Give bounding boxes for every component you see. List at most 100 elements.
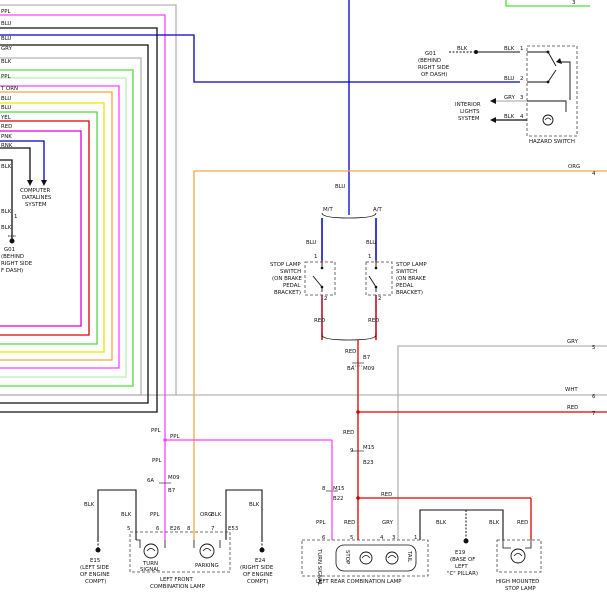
hazard-switch-name: HAZARD SWITCH [529, 139, 575, 145]
ground-location: (BASE OF [450, 557, 475, 563]
arrow-left-icon [490, 117, 496, 123]
contact-dot [374, 285, 378, 289]
connector-code: 6A [147, 478, 154, 484]
center-red-stack: RED B7 BA M09 RED 9 M15 B23 8 M15 B22 RE… [322, 340, 532, 540]
lamp-pins [136, 539, 221, 548]
wire-black-2 [0, 44, 149, 404]
pin-number: 6 [156, 526, 160, 532]
wire-label: BLK [504, 46, 515, 52]
splice-dot [356, 410, 360, 414]
left-wire-labels: PPL BLU BLU GRY BLK PPL T ORN BLU BLU YE… [0, 9, 52, 274]
wire-label: RED [344, 520, 355, 526]
wire-label: ORG [200, 512, 212, 518]
switch-contacts [527, 51, 571, 100]
bulb-label: TURN SIGNAL [316, 548, 322, 586]
tail-bulb-icon [385, 551, 399, 565]
ground-icon [9, 238, 15, 244]
arrow-icon [27, 180, 33, 186]
ground-location: F DASH) [1, 268, 23, 274]
wire-label: BLU [504, 76, 514, 82]
arrow-left-icon [490, 98, 496, 104]
wire-label: BLU [306, 240, 316, 246]
lamp-name: COMBINATION LAMP [150, 584, 206, 590]
ground-location: COMPT) [247, 579, 268, 585]
contact-dot [320, 285, 324, 289]
wire-label: PPL [151, 428, 161, 434]
turn-signal-bulb-icon [143, 543, 159, 559]
pin-number: 1 [414, 535, 417, 541]
wire-green [0, 69, 134, 387]
interior-lights-label: LIGHTS [460, 109, 480, 115]
wire-label: RED [343, 430, 354, 436]
pin-number: 3 [392, 535, 395, 541]
hazard-section: 3 BLK G01 (BEHIND RIGHT SIDE OF DASH) BL… [348, 0, 590, 215]
ground-icon [95, 547, 101, 553]
ground-code: E24 [255, 558, 266, 564]
wire-pale-green [0, 77, 127, 378]
wire-label: BLK [211, 512, 222, 518]
pin-number: 9 [350, 448, 354, 454]
wire-label: RED [381, 492, 392, 498]
connector-code: B7 [363, 355, 370, 361]
dual-bulb-housing [335, 544, 417, 572]
connector-code: E53 [228, 526, 238, 532]
wire-red [0, 120, 90, 336]
ground-location: OF ENGINE [80, 572, 110, 578]
wire-label: BLK [1, 209, 12, 215]
pin-number: 4 [592, 171, 596, 177]
pin-number: 5 [350, 535, 353, 541]
switch-label: STOP LAMP [396, 262, 427, 268]
computer-datalines-label: COMPUTER [20, 188, 51, 194]
wire-label: ORG [568, 164, 580, 170]
connector-code: M15 [363, 445, 375, 451]
switch-arrow-icon [556, 58, 562, 64]
connector-code: E26 [170, 526, 181, 532]
high-mounted-stop-lamp-box [496, 539, 542, 573]
wire-green-2 [0, 111, 98, 345]
wire-label: RED [567, 405, 578, 411]
wire-label: GRY [1, 46, 13, 52]
pin-number: 8 [187, 526, 191, 532]
switch-label: (ON BRAKE [396, 276, 427, 282]
switch-label: SWITCH [396, 269, 417, 275]
option-bracket [321, 212, 377, 219]
pin-number: 3 [572, 0, 575, 6]
pin-number: 5 [592, 345, 595, 351]
wire-gray-2 [0, 57, 142, 396]
hazard-lamp-icon [542, 114, 554, 126]
interior-lights-label: INTERIOR [455, 102, 481, 108]
wire-label: BLU [366, 240, 376, 246]
wire-label: BLK [457, 46, 468, 52]
stop-bulb-icon [359, 551, 373, 565]
wire-blu-hazard [0, 34, 520, 83]
lamp-wire [527, 100, 567, 112]
interior-lights-label: SYSTEM [458, 116, 480, 122]
switch-label: PEDAL [283, 283, 300, 289]
wire-label: BLK [121, 512, 132, 518]
switch-label: STOP LAMP [270, 262, 301, 268]
wire-label: RED [517, 520, 528, 526]
switch-label: (ON BRAKE [272, 276, 303, 282]
contact-dot [320, 266, 324, 270]
right-edge-wires: ORG 4 GRY 5 WHT 6 RED 7 [176, 164, 607, 540]
lamp-filament [146, 548, 156, 552]
pin-number: 8 [322, 486, 326, 492]
ground-location: "C" PILLAR) [447, 571, 478, 577]
lamp-name: LEFT REAR COMBINATION LAMP [316, 579, 402, 585]
connector-code: M09 [363, 366, 375, 372]
pin-number: 3 [520, 95, 523, 101]
wire-label: GRY [567, 339, 579, 345]
contact-dot [546, 80, 550, 84]
lamp-filament [513, 553, 523, 557]
wire-label: RED [314, 318, 325, 324]
wire-label: PPL [316, 520, 326, 526]
wire-label: RED [345, 349, 356, 355]
wire-label: BLK [436, 520, 447, 526]
wire-label: RED [1, 124, 12, 130]
wire-label: GRY [504, 95, 516, 101]
ground-location: OF DASH) [421, 72, 447, 78]
left-rear-lamp-box [301, 539, 429, 577]
hmsl-bulb-icon [510, 548, 526, 564]
ground-icon [474, 50, 478, 54]
pin-number: 5 [127, 526, 130, 532]
